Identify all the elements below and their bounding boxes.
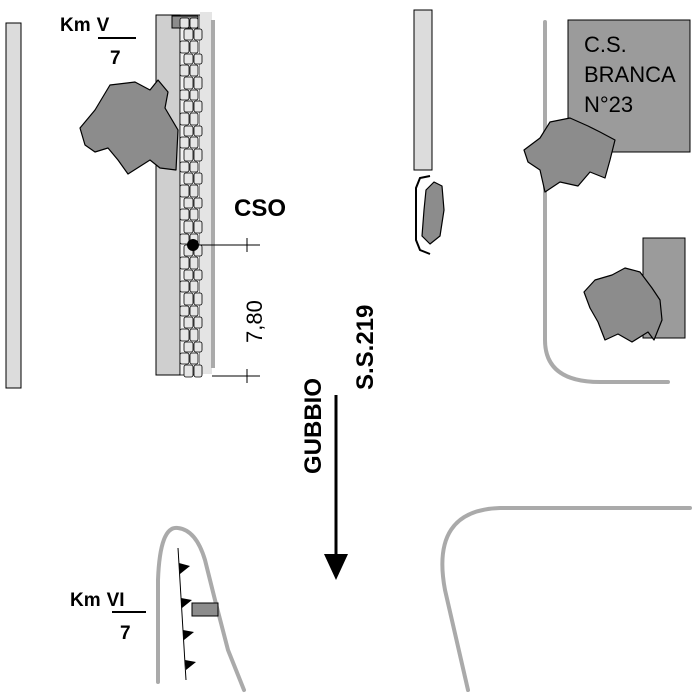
masonry-stone <box>183 269 194 281</box>
center-post <box>413 9 433 171</box>
cso-label: CSO <box>234 195 286 222</box>
masonry-stone <box>189 305 199 317</box>
tree-lower-right <box>583 267 663 343</box>
km-marker-v: Km V 7 <box>60 15 136 69</box>
km-v-prefix: Km <box>60 15 91 36</box>
road-edge-lower-left <box>156 525 246 692</box>
masonry-stone <box>183 197 194 209</box>
retaining-wall <box>155 12 215 378</box>
cso-point <box>187 239 199 251</box>
masonry-stone <box>193 53 203 65</box>
masonry-stone <box>183 125 194 137</box>
masonry-stone <box>183 220 194 234</box>
masonry-stone <box>179 208 190 221</box>
masonry-stone <box>183 148 194 162</box>
masonry-stone <box>179 89 190 101</box>
masonry-stone <box>189 208 199 221</box>
km-vi-prefix: Km <box>70 590 101 611</box>
masonry-stone <box>183 76 194 90</box>
km-vi-roman: VI <box>107 590 125 611</box>
road-edge-lower-right <box>440 506 692 692</box>
masonry-stone <box>189 17 199 29</box>
masonry-stone <box>193 341 203 353</box>
masonry-stone <box>179 352 190 365</box>
masonry-stone <box>183 172 194 185</box>
building-line-2: BRANCA <box>584 62 676 87</box>
masonry-stone <box>179 40 190 54</box>
svg-text:KmV: Km V <box>60 15 110 36</box>
km-vi-denominator: 7 <box>120 623 131 644</box>
masonry-stone <box>189 161 199 173</box>
road-edge-upper-right <box>543 20 670 384</box>
fence-markers <box>177 547 196 681</box>
building-line-3: N°23 <box>584 92 633 117</box>
direction-arrow-icon <box>324 395 348 580</box>
masonry-stone <box>179 305 190 317</box>
masonry-stone <box>189 280 199 293</box>
masonry-stone <box>179 184 190 198</box>
left-edge-strip <box>5 22 22 389</box>
masonry-stone <box>183 292 194 306</box>
direction-label: GUBBIO <box>300 378 327 474</box>
masonry-stone <box>183 341 194 353</box>
masonry-stone <box>193 316 203 329</box>
masonry-stone <box>189 328 199 342</box>
small-vehicle-shape <box>421 181 445 245</box>
masonry-stone <box>193 28 203 41</box>
masonry-stone <box>179 64 190 77</box>
masonry-stone <box>183 28 194 41</box>
masonry-stone <box>193 100 203 113</box>
tree-upper-right <box>523 117 616 193</box>
masonry-stone <box>193 148 203 162</box>
masonry-stone <box>193 269 203 281</box>
tree-left <box>79 79 179 175</box>
masonry-stone <box>193 76 203 90</box>
stone-masonry <box>179 17 203 378</box>
masonry-stone <box>183 53 194 65</box>
masonry-stone <box>183 100 194 113</box>
masonry-stone <box>189 40 199 54</box>
dimension-label: 7,80 <box>242 300 267 343</box>
masonry-stone <box>189 64 199 77</box>
masonry-stone <box>193 364 203 378</box>
km-vi-sign <box>191 602 219 617</box>
masonry-stone <box>189 352 199 365</box>
masonry-stone <box>179 112 190 126</box>
masonry-stone <box>189 89 199 101</box>
building-line-1: C.S. <box>584 32 627 57</box>
masonry-stone <box>189 136 199 149</box>
masonry-stone <box>179 328 190 342</box>
masonry-stone <box>179 256 190 270</box>
km-v-roman: V <box>97 15 110 36</box>
masonry-stone <box>183 364 194 378</box>
km-v-denominator: 7 <box>110 48 121 69</box>
masonry-stone <box>189 256 199 270</box>
masonry-stone <box>193 197 203 209</box>
masonry-stone <box>189 112 199 126</box>
masonry-stone <box>179 136 190 149</box>
car-outline <box>415 175 431 255</box>
masonry-stone <box>179 233 190 245</box>
masonry-stone <box>179 17 190 29</box>
masonry-stone <box>183 316 194 329</box>
road-label: S.S.219 <box>352 305 379 390</box>
masonry-stone <box>179 280 190 293</box>
masonry-stone <box>193 292 203 306</box>
masonry-stone <box>193 172 203 185</box>
masonry-stone <box>189 184 199 198</box>
masonry-stone <box>193 125 203 137</box>
masonry-stone <box>193 220 203 234</box>
masonry-stone <box>179 161 190 173</box>
km-marker-vi: Km VI 7 <box>70 590 146 644</box>
